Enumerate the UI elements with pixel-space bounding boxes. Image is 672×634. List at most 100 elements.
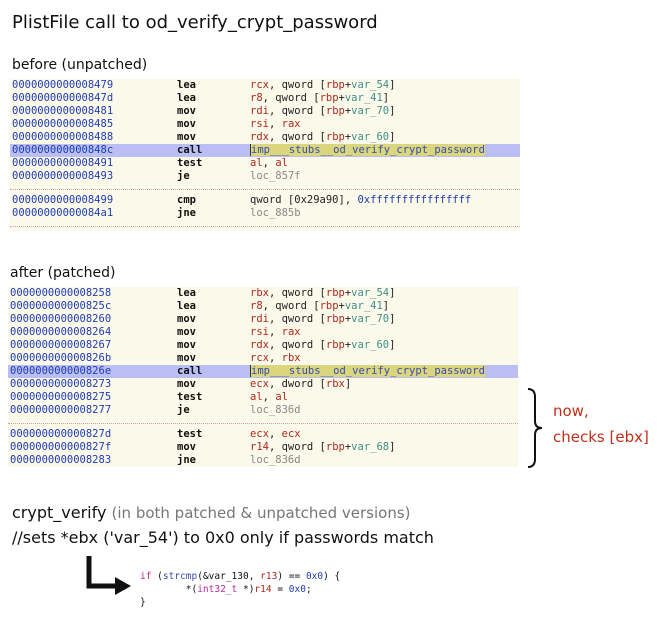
mnemonic: mov	[177, 326, 196, 338]
instruction-row[interactable]: 0000000000008260 mov rdi, qword [rbp+var_7…	[8, 313, 518, 326]
operands: rcx, qword [rbp+var_54]	[250, 79, 395, 92]
operand-token: ,	[268, 118, 282, 130]
address[interactable]: 0000000000008258	[10, 287, 112, 299]
operand-token: var_68	[351, 441, 390, 453]
code-token: (	[151, 571, 163, 582]
operand-token: , dword [	[268, 378, 326, 390]
mnemonic: jne	[177, 454, 196, 466]
address[interactable]: 0000000000008499	[12, 194, 114, 206]
address[interactable]: 0000000000008275	[10, 391, 112, 403]
instruction-row[interactable]: 0000000000008283 jne loc_836d	[8, 454, 518, 467]
operand-token: qword [0x29a90],	[250, 194, 358, 206]
instruction-row[interactable]: 00000000000084a1 jne loc_885b	[10, 207, 520, 220]
operand-token: ]	[389, 339, 396, 351]
operands: r8, qword [rbp+var_41]	[250, 300, 389, 313]
mnemonic: mov	[177, 118, 196, 130]
address[interactable]: 0000000000008488	[12, 131, 114, 143]
mnemonic: test	[177, 157, 203, 169]
after-label: after (patched)	[10, 265, 116, 281]
address[interactable]: 0000000000008267	[10, 339, 112, 351]
address[interactable]: 000000000000826b	[10, 352, 112, 364]
operand-token: ]	[389, 441, 396, 453]
operand-token[interactable]: loc_836d	[250, 404, 301, 416]
operands: al, al	[250, 391, 288, 404]
operand-token: rbp	[325, 339, 345, 351]
address[interactable]: 0000000000008260	[10, 313, 112, 325]
operand-token: , qword [	[268, 313, 326, 325]
address[interactable]: 0000000000008283	[10, 454, 112, 466]
code-token: *)	[237, 584, 255, 595]
mnemonic: mov	[177, 441, 196, 453]
address[interactable]: 0000000000008273	[10, 378, 112, 390]
mnemonic: lea	[177, 92, 196, 104]
operand-token[interactable]: imp___stubs__od_verify_crypt_password	[250, 144, 485, 156]
address[interactable]: 000000000000848c	[12, 144, 114, 156]
operand-token: var_60	[351, 131, 390, 143]
operand-token[interactable]: loc_857f	[250, 170, 301, 182]
address[interactable]: 0000000000008277	[10, 404, 112, 416]
operand-token[interactable]: loc_836d	[250, 454, 301, 466]
operand-token[interactable]: loc_885b	[250, 207, 301, 219]
mnemonic: test	[177, 428, 203, 440]
address[interactable]: 000000000000827d	[10, 428, 112, 440]
separator	[8, 417, 518, 424]
address[interactable]: 00000000000084a1	[12, 207, 114, 219]
address[interactable]: 000000000000847d	[12, 92, 114, 104]
operands: imp___stubs__od_verify_crypt_password	[250, 365, 485, 378]
address[interactable]: 0000000000008493	[12, 170, 114, 182]
address[interactable]: 0000000000008485	[12, 118, 114, 130]
operand-token: ,	[262, 391, 276, 403]
operand-token: ]	[389, 131, 396, 143]
address[interactable]: 000000000000826e	[10, 365, 112, 377]
operands: al, al	[250, 157, 288, 170]
mnemonic: mov	[177, 313, 196, 325]
address[interactable]: 000000000000827f	[10, 441, 112, 453]
operands: ecx, dword [rbx]	[250, 378, 351, 391]
operands: rdi, qword [rbp+var_70]	[250, 313, 395, 326]
operand-token: r14	[250, 441, 269, 453]
mnemonic: mov	[177, 105, 196, 117]
address[interactable]: 0000000000008264	[10, 326, 112, 338]
instruction-row[interactable]: 0000000000008493 je loc_857f	[10, 170, 520, 183]
before-label: before (unpatched)	[12, 57, 148, 73]
code-token: r14	[254, 584, 272, 595]
operands: loc_836d	[250, 454, 301, 467]
mnemonic: jne	[177, 207, 196, 219]
operand-token: rsi	[250, 118, 269, 130]
instruction-row[interactable]: 0000000000008491 test al, al	[10, 157, 520, 170]
operand-token: ecx	[281, 428, 301, 440]
operand-token: ]	[382, 300, 390, 312]
address[interactable]: 0000000000008481	[12, 105, 114, 117]
address[interactable]: 000000000000825c	[10, 300, 112, 312]
operand-token[interactable]: imp___stubs__od_verify_crypt_password	[250, 365, 485, 377]
code-token: (&var_130,	[197, 571, 261, 582]
brace-icon	[527, 388, 543, 468]
address[interactable]: 0000000000008491	[12, 157, 114, 169]
code-token: 0x0	[288, 584, 306, 595]
mnemonic: je	[177, 170, 190, 182]
code-token: =	[271, 584, 289, 595]
operand-token: rcx	[250, 79, 269, 91]
operands: loc_836d	[250, 404, 301, 417]
code-token: ) ==	[277, 571, 306, 582]
operand-token: rsi	[250, 326, 269, 338]
address[interactable]: 0000000000008479	[12, 79, 114, 91]
